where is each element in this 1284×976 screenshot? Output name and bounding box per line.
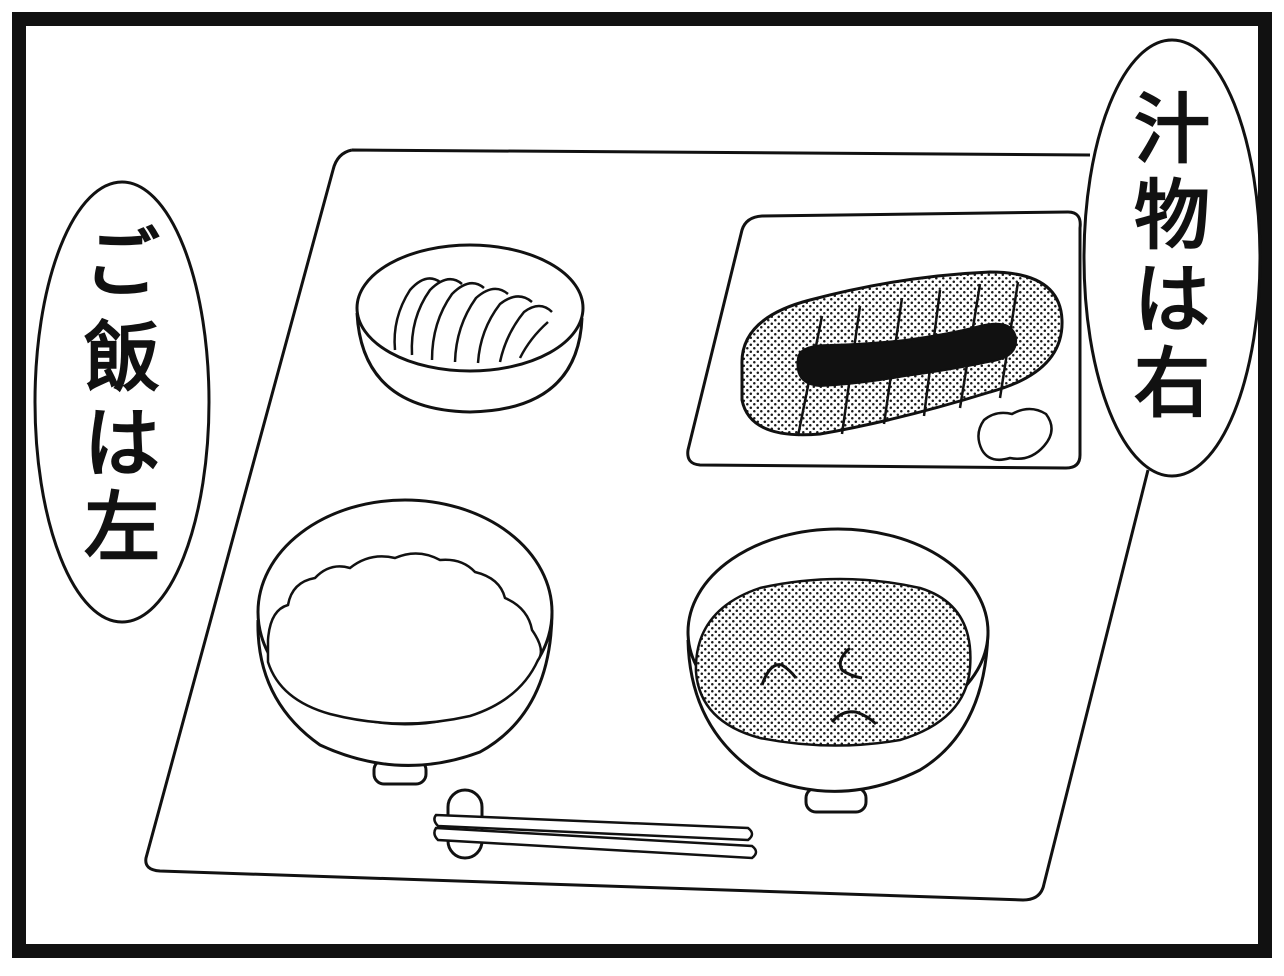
- bubble-left-char: 左: [84, 483, 160, 572]
- bubble-left-char: は: [84, 399, 160, 488]
- wakame: [760, 646, 878, 726]
- bubble-right-char: 右: [1134, 339, 1210, 428]
- bubble-left-char: ご: [84, 219, 160, 308]
- miso-soup: [694, 577, 972, 747]
- speech-bubble-right: 汁 物 は 右: [1082, 38, 1262, 478]
- miso-soup-bowl: [686, 527, 990, 814]
- speech-bubble-left: ご 飯 は 左: [33, 180, 211, 624]
- bubble-right-char: 物: [1134, 171, 1210, 260]
- panel-border: [12, 12, 1272, 958]
- bubble-right-char: 汁: [1134, 85, 1210, 174]
- grated-radish: [977, 407, 1053, 461]
- bubble-right-char: は: [1134, 255, 1210, 344]
- grilled-fish-plate: [686, 210, 1082, 470]
- rice: [266, 552, 543, 725]
- chopsticks: [433, 788, 758, 860]
- rice-bowl: [256, 498, 554, 786]
- bubble-left-char: 飯: [84, 313, 160, 402]
- pickle-bowl: [355, 243, 585, 414]
